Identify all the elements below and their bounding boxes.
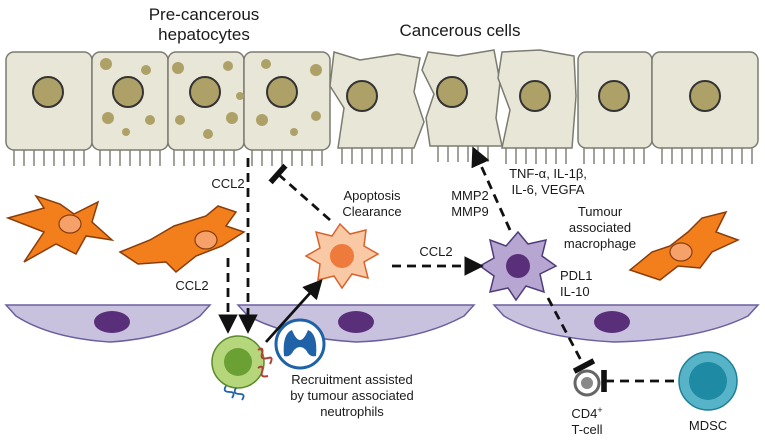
recruitment-arrow xyxy=(264,279,323,343)
label-il10: IL-10 xyxy=(560,284,590,299)
hepatocyte-layer xyxy=(5,49,759,166)
nucleus xyxy=(598,80,630,112)
label-cytokines-line2: IL-6, VEGFA xyxy=(512,182,585,197)
label-cd4: CD4+ xyxy=(571,405,602,421)
heading-cancerous: Cancerous cells xyxy=(400,21,521,40)
neutrophil xyxy=(274,318,326,370)
label-ccl2-top: CCL2 xyxy=(211,176,244,191)
arrows xyxy=(218,146,674,393)
label-tcell: T-cell xyxy=(571,422,602,437)
label-recruit-line2: by tumour associated xyxy=(290,388,414,403)
apoptotic-cell xyxy=(304,222,380,290)
label-recruit-line3: neutrophils xyxy=(320,404,384,419)
nucleus xyxy=(32,76,64,108)
hepatocyte-microvilli xyxy=(13,144,753,166)
nucleus xyxy=(436,76,468,108)
label-tam-line1: Tumour xyxy=(578,204,623,219)
stellate-cell-3 xyxy=(628,210,740,281)
label-tam-line2: associated xyxy=(569,220,631,235)
tumour-associated-macrophage xyxy=(478,230,558,302)
label-apoptosis-line1: Apoptosis xyxy=(343,188,401,203)
label-ccl2-mid: CCL2 xyxy=(419,244,452,259)
lipid-droplets xyxy=(100,58,322,139)
nucleus xyxy=(689,80,721,112)
stellate-cell-2 xyxy=(118,205,246,274)
nucleus xyxy=(112,76,144,108)
nucleus xyxy=(266,76,298,108)
stellate-cell-1 xyxy=(5,194,115,263)
heading-precancerous-line2: hepatocytes xyxy=(158,25,250,44)
heading-precancerous-line1: Pre-cancerous xyxy=(149,5,260,24)
cd4-t-cell xyxy=(573,369,601,397)
nucleus xyxy=(519,80,551,112)
label-apoptosis-line2: Clearance xyxy=(342,204,401,219)
macrophage-inhibit-cd4 xyxy=(546,297,596,374)
mdsc-cell xyxy=(678,351,738,411)
nucleus xyxy=(346,80,378,112)
label-mmp-line1: MMP2 xyxy=(451,188,489,203)
label-tam-line3: macrophage xyxy=(564,236,636,251)
recruited-cell xyxy=(211,335,273,401)
label-ccl2-left: CCL2 xyxy=(175,278,208,293)
label-mdsc: MDSC xyxy=(689,418,727,433)
endothelial-nuclei xyxy=(94,311,630,333)
label-recruit-line1: Recruitment assisted xyxy=(291,372,412,387)
label-pdl1: PDL1 xyxy=(560,268,593,283)
hepatocyte-nuclei xyxy=(32,76,721,112)
label-mmp-line2: MMP9 xyxy=(451,204,489,219)
nucleus xyxy=(189,76,221,108)
label-cytokines-line1: TNF-α, IL-1β, xyxy=(509,166,587,181)
apoptosis-inhibit-arrow xyxy=(268,163,331,222)
